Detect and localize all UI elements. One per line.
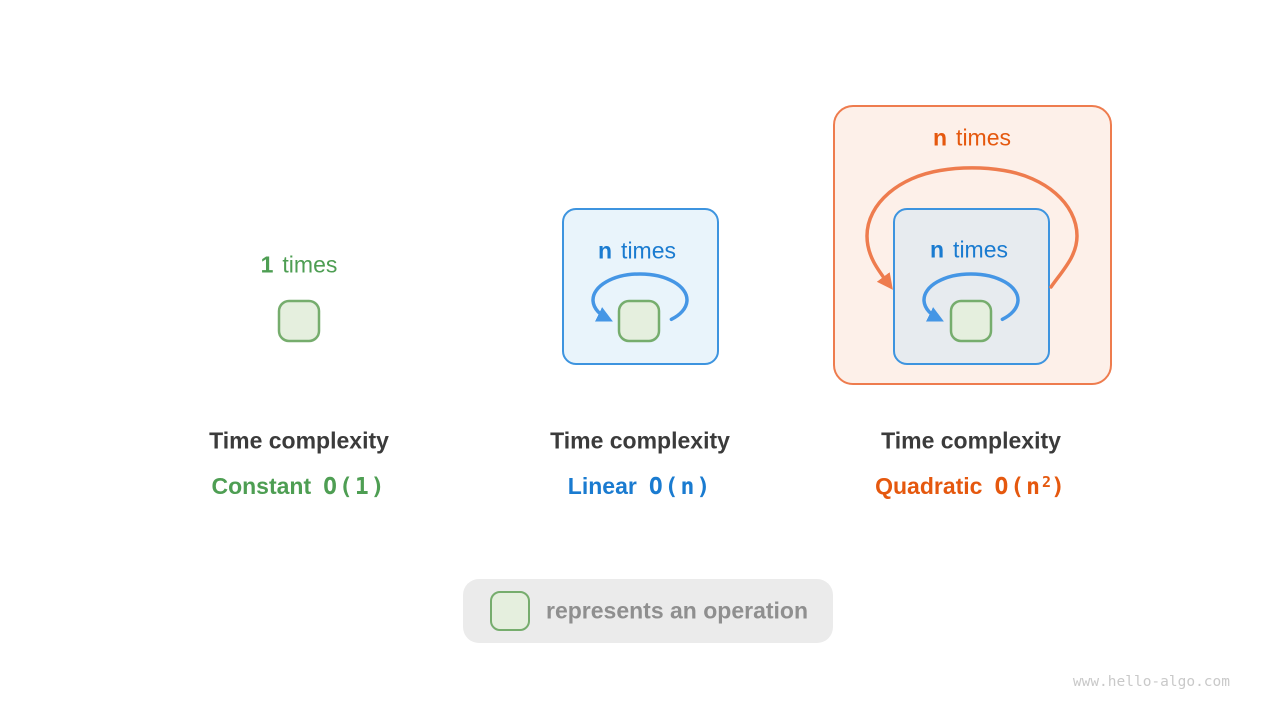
linear-complexity-name: Linear: [567, 473, 637, 499]
constant-big-o: O(1): [323, 474, 387, 500]
constant-title: Time complexity: [209, 427, 389, 454]
constant-times-word: times: [282, 251, 338, 278]
constant-times-label: 1 times: [260, 251, 338, 278]
operation-square-icon: [277, 299, 321, 343]
quadratic-big-o: O(n2): [994, 473, 1067, 500]
quadratic-inner-loop-box: [893, 208, 1050, 365]
linear-count: n: [597, 237, 613, 264]
legend-label: represents an operation: [546, 597, 809, 624]
constant-complexity-name: Constant: [211, 473, 312, 499]
quadratic-outer-times-word: times: [956, 124, 1012, 151]
quadratic-inner-times-word: times: [953, 236, 1009, 263]
legend: represents an operation: [463, 579, 833, 643]
quadratic-outer-count: n: [932, 124, 948, 151]
quadratic-complexity-label: Quadratic O(n2): [875, 475, 1067, 499]
watermark: www.hello-algo.com: [1072, 674, 1230, 690]
quadratic-inner-count: n: [929, 236, 945, 263]
linear-loop-box: [562, 208, 719, 365]
linear-times-word: times: [621, 237, 677, 264]
constant-count: 1: [260, 251, 274, 278]
linear-big-o: O(n): [648, 474, 713, 500]
linear-complexity-label: Linear O(n): [568, 475, 712, 499]
quadratic-title: Time complexity: [881, 427, 1061, 454]
constant-complexity-label: Constant O(1): [211, 475, 386, 499]
quadratic-complexity-name: Quadratic: [875, 473, 983, 499]
operation-square-icon: [490, 591, 530, 631]
linear-title: Time complexity: [550, 427, 730, 454]
